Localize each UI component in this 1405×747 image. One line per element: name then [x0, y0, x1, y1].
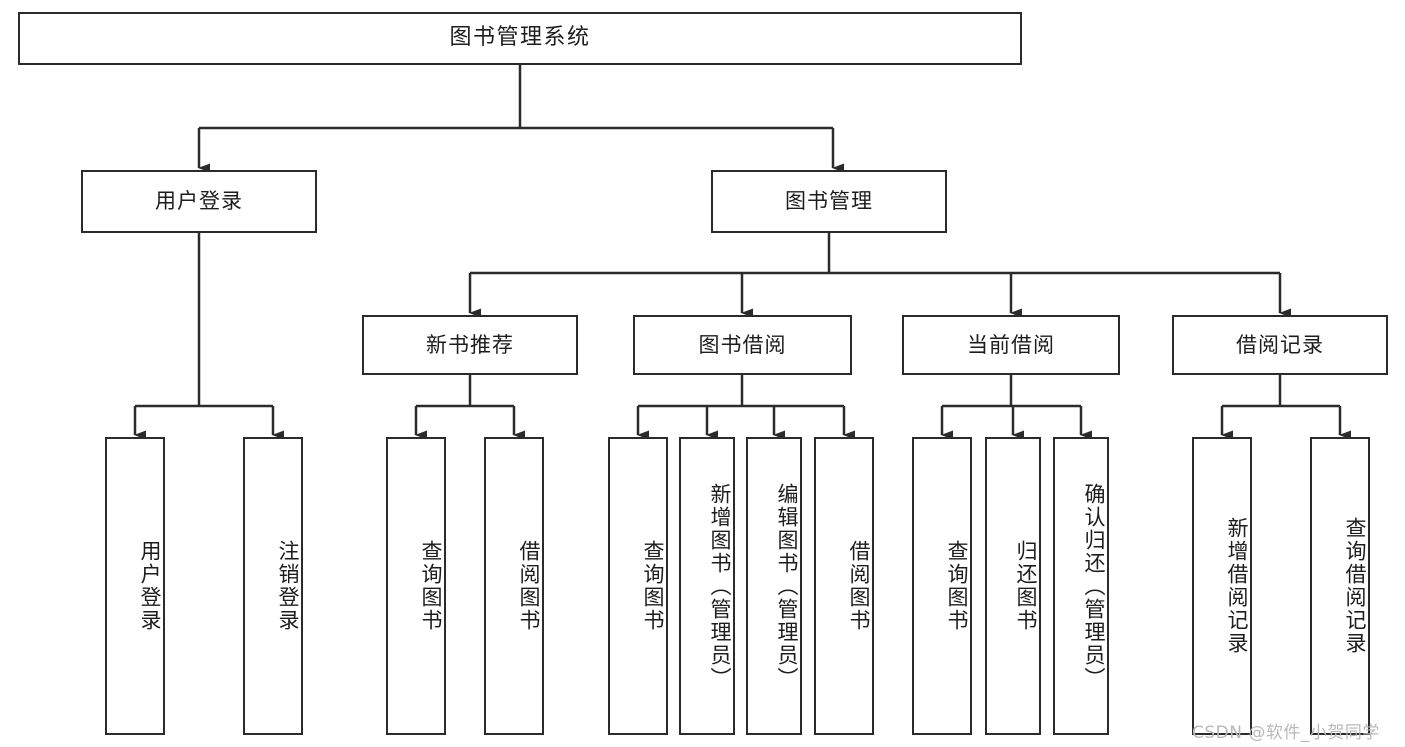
node-user-login-label: 用户登录 [155, 189, 243, 214]
leaf-add-borrow-record[interactable]: 新增借阅记录 [1192, 437, 1252, 735]
leaf-borrow-book-recommend-label: 借阅图书 [517, 540, 541, 632]
leaf-user-login[interactable]: 用户登录 [105, 437, 165, 735]
leaf-borrow-book-recommend[interactable]: 借阅图书 [484, 437, 544, 735]
leaf-return-book[interactable]: 归还图书 [985, 437, 1041, 735]
node-borrow-record[interactable]: 借阅记录 [1172, 315, 1388, 375]
node-current-borrow-label: 当前借阅 [967, 332, 1055, 357]
node-root[interactable]: 图书管理系统 [18, 12, 1022, 65]
leaf-query-book-borrow-label: 查询图书 [641, 540, 665, 632]
leaf-query-book-current-label: 查询图书 [945, 540, 969, 632]
leaf-user-login-label: 用户登录 [138, 540, 162, 632]
watermark: CSDN @软件_小贺同学 [1192, 723, 1380, 743]
leaf-query-borrow-record-label: 查询借阅记录 [1343, 517, 1367, 655]
node-borrow-record-label: 借阅记录 [1236, 332, 1324, 357]
leaf-return-book-label: 归还图书 [1014, 540, 1038, 632]
leaf-query-book-recommend-label: 查询图书 [419, 540, 443, 632]
leaf-borrow-book-label: 借阅图书 [847, 540, 871, 632]
leaf-confirm-return-admin[interactable]: 确认归还（管理员） [1053, 437, 1109, 735]
leaf-user-logout-label: 注销登录 [276, 540, 300, 632]
leaf-query-book-borrow[interactable]: 查询图书 [608, 437, 668, 735]
leaf-user-logout[interactable]: 注销登录 [243, 437, 303, 735]
node-root-label: 图书管理系统 [449, 25, 591, 51]
leaf-query-book-current[interactable]: 查询图书 [912, 437, 972, 735]
node-new-book-recommend[interactable]: 新书推荐 [362, 315, 578, 375]
leaf-edit-book-admin[interactable]: 编辑图书（管理员） [746, 437, 802, 735]
leaf-confirm-return-admin-label: 确认归还（管理员） [1082, 482, 1106, 690]
leaf-edit-book-admin-label: 编辑图书（管理员） [775, 482, 799, 690]
node-current-borrow[interactable]: 当前借阅 [902, 315, 1120, 375]
node-user-login[interactable]: 用户登录 [81, 170, 317, 233]
node-book-borrow[interactable]: 图书借阅 [633, 315, 852, 375]
leaf-query-book-recommend[interactable]: 查询图书 [386, 437, 446, 735]
node-book-management-label: 图书管理 [785, 189, 873, 214]
node-new-book-recommend-label: 新书推荐 [426, 332, 514, 357]
leaf-add-book-admin-label: 新增图书（管理员） [708, 482, 732, 690]
leaf-borrow-book[interactable]: 借阅图书 [814, 437, 874, 735]
node-book-management[interactable]: 图书管理 [711, 170, 947, 233]
leaf-add-book-admin[interactable]: 新增图书（管理员） [679, 437, 735, 735]
node-book-borrow-label: 图书借阅 [698, 332, 787, 357]
leaf-add-borrow-record-label: 新增借阅记录 [1225, 517, 1249, 655]
leaf-query-borrow-record[interactable]: 查询借阅记录 [1310, 437, 1370, 735]
